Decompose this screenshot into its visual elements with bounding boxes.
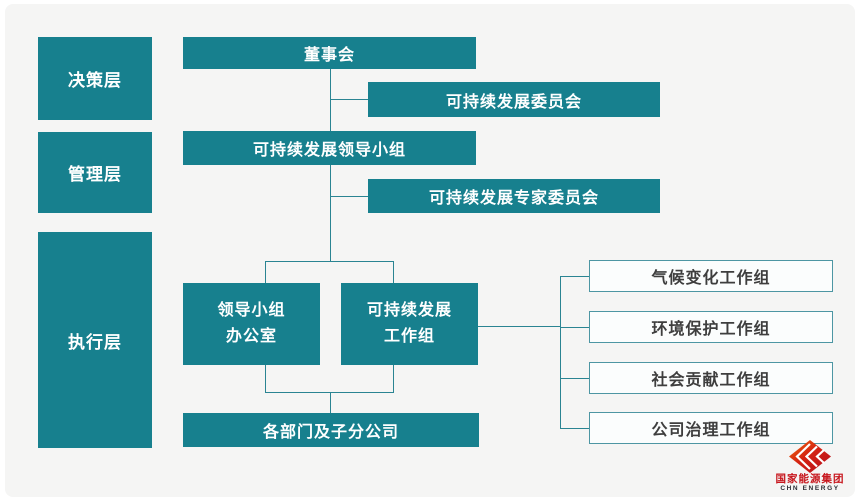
connector-to-environment-group xyxy=(560,327,589,328)
connector-leading-group-down xyxy=(330,165,331,261)
node-leading-group-office: 领导小组 办公室 xyxy=(183,283,320,365)
node-corporate-governance-group: 公司治理工作组 xyxy=(589,412,833,444)
node-corporate-governance-group-label: 公司治理工作组 xyxy=(651,422,771,439)
tier-label-decision: 决策层 xyxy=(68,71,122,90)
tier-box-decision: 决策层 xyxy=(38,37,152,120)
node-social-contribution-group-label: 社会贡献工作组 xyxy=(651,372,771,389)
tier-label-management: 管理层 xyxy=(68,165,122,184)
node-expert-committee-label: 可持续发展专家委员会 xyxy=(428,190,599,207)
node-office-label-line2: 办公室 xyxy=(225,328,277,345)
node-leading-group-label: 可持续发展领导小组 xyxy=(252,142,406,159)
connector-to-office xyxy=(265,261,266,283)
chn-energy-logo-name-en: CHN ENERGY xyxy=(780,485,840,492)
connector-to-governance-group xyxy=(560,428,589,429)
node-sustain-committee: 可持续发展委员会 xyxy=(368,82,660,117)
node-climate-change-group-label: 气候变化工作组 xyxy=(651,270,771,287)
node-sustain-working-group: 可持续发展 工作组 xyxy=(341,283,478,365)
node-office-label-line1: 领导小组 xyxy=(217,302,286,319)
node-working-group-label-line1: 可持续发展 xyxy=(366,302,452,319)
chn-energy-logo: 国家能源集团 CHN ENERGY xyxy=(770,440,850,496)
connector-to-sustain-committee xyxy=(330,99,368,100)
node-working-group-label-line2: 工作组 xyxy=(383,328,435,345)
tier-box-execution: 执行层 xyxy=(38,232,152,448)
connector-board-to-leading-group xyxy=(330,69,331,131)
connector-top-bracket xyxy=(265,261,394,262)
node-environment-protection-group-label: 环境保护工作组 xyxy=(651,321,771,338)
node-departments: 各部门及子分公司 xyxy=(183,413,479,447)
node-climate-change-group: 气候变化工作组 xyxy=(589,260,833,292)
node-departments-label: 各部门及子分公司 xyxy=(262,424,399,441)
connector-to-climate-group xyxy=(560,276,589,277)
chn-energy-logo-name-cn: 国家能源集团 xyxy=(775,473,845,485)
connector-to-working-group xyxy=(393,261,394,283)
node-leading-group: 可持续发展领导小组 xyxy=(183,131,476,165)
connector-office-down xyxy=(265,365,266,392)
node-environment-protection-group: 环境保护工作组 xyxy=(589,311,833,343)
node-board: 董事会 xyxy=(183,37,476,69)
tier-label-execution: 执行层 xyxy=(68,332,122,352)
connector-working-group-right xyxy=(478,326,560,327)
node-board-label: 董事会 xyxy=(303,47,355,64)
connector-to-social-group xyxy=(560,378,589,379)
connector-bottom-bracket xyxy=(265,392,394,393)
connector-subgroup-spine xyxy=(560,276,561,429)
node-social-contribution-group: 社会贡献工作组 xyxy=(589,362,833,394)
connector-working-group-down xyxy=(393,365,394,392)
connector-to-expert-committee xyxy=(330,196,368,197)
node-expert-committee: 可持续发展专家委员会 xyxy=(368,179,660,213)
node-sustain-committee-label: 可持续发展委员会 xyxy=(445,93,582,111)
tier-box-management: 管理层 xyxy=(38,132,152,213)
chn-energy-logo-icon xyxy=(789,440,831,473)
connector-to-departments xyxy=(330,392,331,413)
